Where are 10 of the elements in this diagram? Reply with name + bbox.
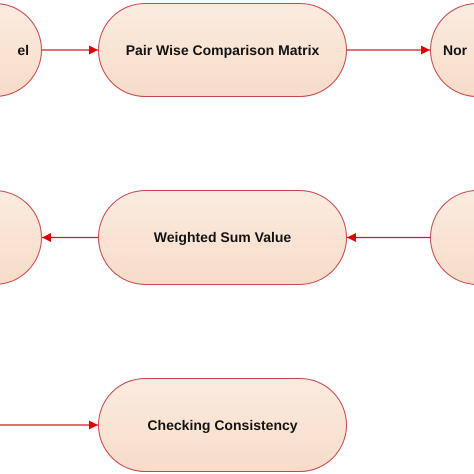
arrow (347, 232, 430, 242)
arrow (347, 45, 430, 55)
arrow (42, 45, 98, 55)
step-label: Checking Consistency (147, 416, 298, 435)
step-label: Weighted Sum Value (154, 228, 292, 247)
step-label: Pair Wise Comparison Matrix (126, 40, 320, 60)
step-label: Nor (443, 40, 468, 60)
step-label: el (17, 40, 29, 60)
arrow (42, 232, 98, 242)
arrow (0, 420, 98, 430)
